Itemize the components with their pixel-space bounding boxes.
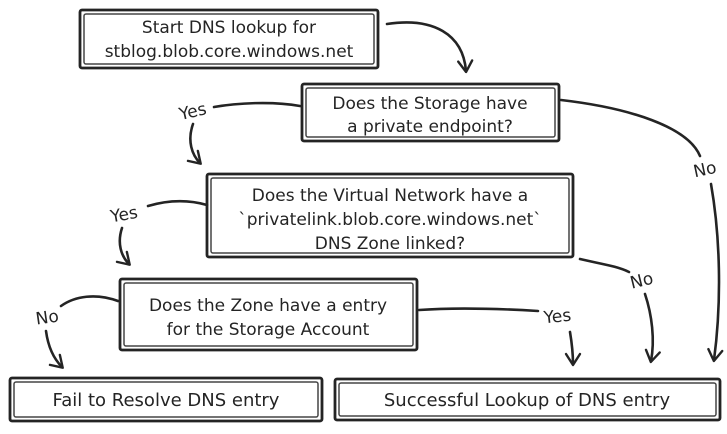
node-private-endpoint-line1: Does the Storage have [332,94,527,114]
node-dns-zone-line2: `privatelink.blob.core.windows.net` [238,210,542,230]
edge-label-yes: Yes [542,306,573,329]
edge-zone-entry-yes: Yes [417,306,582,367]
node-fail: Fail to Resolve DNS entry [8,376,324,423]
edge-dns-zone-yes: Yes [108,200,209,266]
node-success-line1: Successful Lookup of DNS entry [384,390,671,411]
node-zone-entry-line2: for the Storage Account [167,320,370,340]
node-dns-zone-line1: Does the Virtual Network have a [252,186,528,206]
node-start: Start DNS lookup for stblog.blob.core.wi… [78,8,380,70]
node-fail-line1: Fail to Resolve DNS entry [53,390,280,411]
edge-zone-entry-no: No [34,295,120,369]
node-dns-zone-line3: DNS Zone linked? [315,234,465,254]
node-success: Successful Lookup of DNS entry [333,377,722,422]
node-start-line2: stblog.blob.core.windows.net [105,42,354,62]
edge-label-no: No [692,158,719,182]
edge-label-yes: Yes [176,99,208,125]
node-start-line1: Start DNS lookup for [142,18,316,38]
edge-label-yes: Yes [108,203,140,228]
node-zone-entry-line1: Does the Zone have a entry [149,296,387,316]
node-private-endpoint: Does the Storage have a private endpoint… [300,82,561,143]
edge-label-no: No [628,269,655,294]
edge-dns-zone-no: No [578,257,661,364]
edge-private-endpoint-no: No [559,98,724,363]
edge-label-no: No [34,307,60,330]
edge-start-to-private-endpoint [385,21,474,74]
node-zone-entry: Does the Zone have a entry for the Stora… [118,277,419,352]
node-private-endpoint-line2: a private endpoint? [347,117,513,137]
edge-private-endpoint-yes: Yes [176,99,302,165]
node-dns-zone: Does the Virtual Network have a `private… [205,172,575,259]
